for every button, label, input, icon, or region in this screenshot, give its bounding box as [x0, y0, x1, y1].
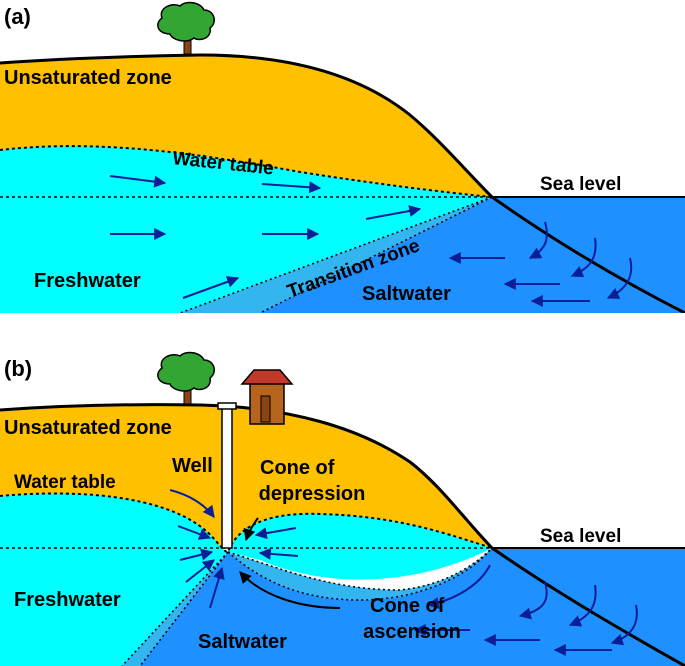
transition-boundary-upper-a [179, 196, 493, 313]
ascension-boundary-left2-b [139, 551, 229, 666]
unsaturated-zone-label-a: Unsaturated zone [4, 67, 172, 89]
saltwater-b [140, 548, 685, 666]
panel-label-b: (b) [4, 356, 32, 381]
label-pointer-arrows-b [169, 489, 341, 609]
cone-of-depression-line1: Cone of [260, 457, 335, 479]
cone-of-ascension-line2: ascension [363, 621, 461, 643]
panel-a: (a) Unsaturated zone Water table Sea lev… [0, 1, 685, 313]
water-table-line-a [0, 145, 493, 198]
freshwater-flow-arrows-a [109, 175, 422, 299]
freshwater-label-a: Freshwater [34, 270, 141, 292]
water-table-line-b [0, 492, 493, 554]
sea-level-label-a: Sea level [540, 174, 621, 195]
tree-icon [157, 1, 215, 55]
saltwater-flow-arrows-b [413, 564, 638, 656]
freshwater-label-b: Freshwater [14, 589, 121, 611]
freshwater-b [0, 493, 492, 666]
ground-surface-a [0, 53, 685, 313]
house-icon [240, 369, 294, 425]
water-table-label-b: Water table [14, 472, 116, 493]
well-pipe [217, 402, 237, 549]
transition-boundary-lower-a [259, 196, 493, 313]
tree-icon [157, 351, 215, 405]
well-label-b: Well [172, 455, 213, 477]
saltwater-a [260, 197, 685, 313]
saltwater-label-b: Saltwater [198, 631, 287, 653]
cone-of-depression-line2: depression [259, 483, 366, 505]
freshwater-a [0, 146, 492, 313]
ascension-boundary-upper-b [227, 547, 493, 591]
saltwater-label-a: Saltwater [362, 283, 451, 305]
panel-b: (b) Unsaturated zone Well Water table Co… [0, 351, 685, 666]
sea-level-label-b: Sea level [540, 526, 621, 547]
ground-surface-b [0, 403, 685, 666]
cone-of-depression-label-b: Cone of depression [259, 457, 366, 505]
freshwater-flow-arrows-b [177, 525, 299, 609]
cone-of-ascension-label-b: Cone of ascension [363, 595, 461, 643]
panel-label-a: (a) [4, 4, 31, 29]
saltwater-flow-arrows-a [448, 221, 633, 307]
unsaturated-zone-label-b: Unsaturated zone [4, 417, 172, 439]
cone-of-ascension-line1: Cone of [370, 595, 445, 617]
